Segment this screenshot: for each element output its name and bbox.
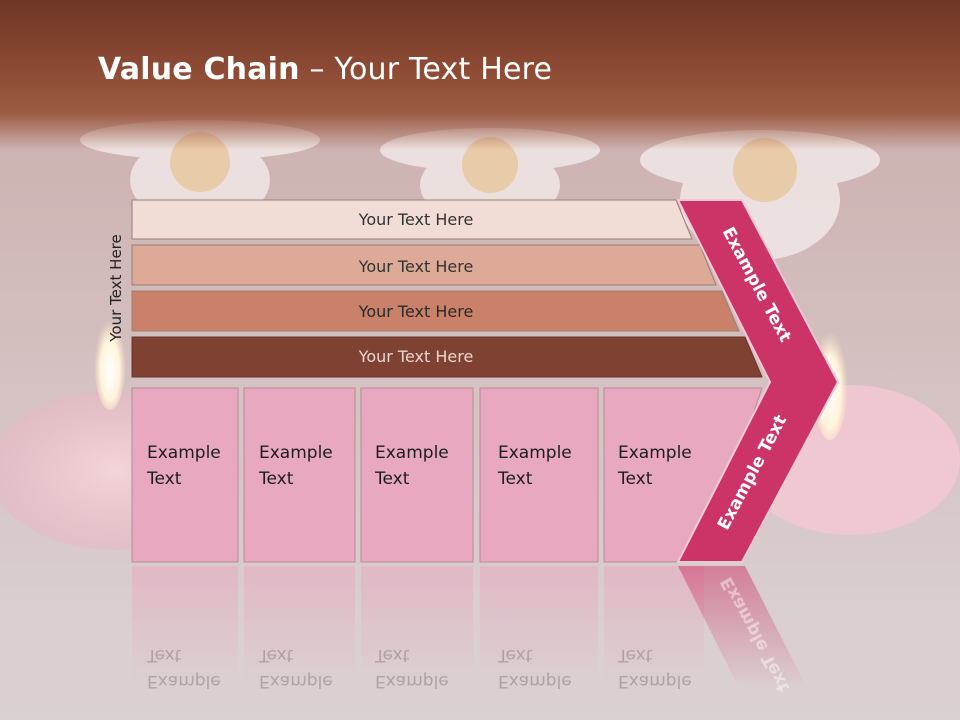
box-3-reflect-line1: Example [375, 671, 449, 691]
box-1-line1: Example [147, 443, 221, 463]
box-3-line2: Text [374, 469, 410, 489]
box-3-reflection [361, 566, 473, 686]
box-4-line2: Text [497, 469, 533, 489]
bar-3-label: Your Text Here [358, 302, 474, 321]
box-5-line2: Text [617, 469, 653, 489]
bar-2 [131, 244, 717, 286]
bar-3 [131, 290, 740, 332]
box-2-reflect-line1: Example [259, 671, 333, 691]
box-2 [243, 387, 356, 563]
box-4-reflection [480, 566, 598, 686]
box-5-reflection [604, 566, 704, 686]
box-5-reflect-line2: Text [617, 645, 653, 665]
bar-1 [131, 199, 693, 240]
reflection-group: Example Text Example Text Example Text E… [132, 566, 808, 695]
bar-4-label: Your Text Here [358, 347, 474, 366]
box-1-line2: Text [146, 469, 182, 489]
title-band [0, 0, 960, 150]
title-bold: Value Chain [98, 52, 300, 87]
bar-1-label: Your Text Here [358, 210, 474, 229]
box-2-reflect-line2: Text [258, 645, 294, 665]
bars-group: Your Text Here Your Text Here Your Text … [131, 199, 763, 378]
box-2-reflection [244, 566, 355, 686]
box-4-reflect-line1: Example [498, 671, 572, 691]
boxes-group: Example Text Example Text Example Text E… [131, 387, 763, 563]
box-5-line1: Example [618, 443, 692, 463]
chevron-shape [676, 199, 840, 563]
box-4-reflect-line2: Text [497, 645, 533, 665]
box-1 [131, 387, 239, 563]
chevron-reflection [678, 566, 808, 690]
slide-title: Value Chain – Your Text Here [98, 52, 552, 87]
box-1-reflection [132, 566, 238, 686]
box-1-reflect-line1: Example [147, 671, 221, 691]
box-2-line1: Example [259, 443, 333, 463]
title-rest: Your Text Here [334, 52, 553, 87]
box-4 [479, 387, 599, 563]
box-5-reflect-line1: Example [618, 671, 692, 691]
box-3 [360, 387, 474, 563]
bar-4 [131, 336, 763, 378]
box-3-line1: Example [375, 443, 449, 463]
box-2-line2: Text [258, 469, 294, 489]
box-3-reflect-line2: Text [374, 645, 410, 665]
box-1-reflect-line2: Text [146, 645, 182, 665]
bar-2-label: Your Text Here [358, 257, 474, 276]
title-separator: – [299, 52, 335, 87]
box-4-line1: Example [498, 443, 572, 463]
